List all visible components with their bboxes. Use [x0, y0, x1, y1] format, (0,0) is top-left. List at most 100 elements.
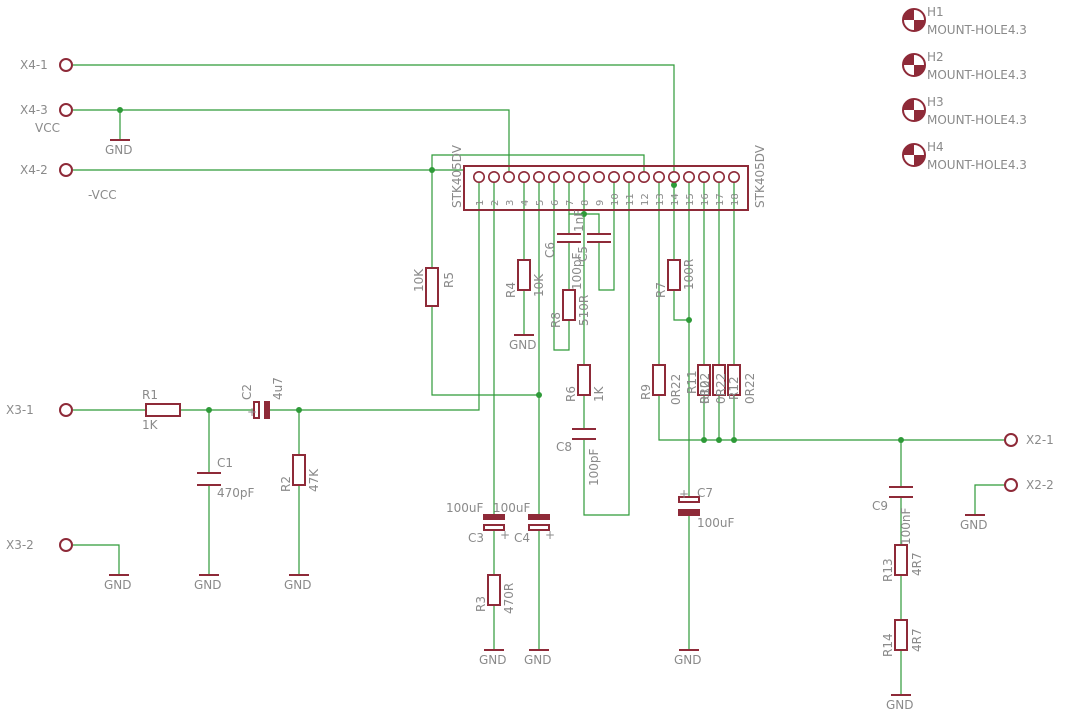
svg-text:R14: R14	[881, 633, 895, 657]
ic-pin-14[interactable]	[667, 171, 680, 184]
svg-text:1K: 1K	[592, 385, 606, 402]
gnd-symbol: GND	[674, 649, 702, 667]
ic-pin-10[interactable]	[607, 171, 620, 184]
svg-text:R9: R9	[639, 384, 653, 400]
resistor-r14[interactable]: R14 4R7	[881, 619, 924, 657]
capacitor-c2[interactable]: + C2 4u7	[240, 377, 285, 419]
resistor-r10[interactable]: R10 0R22	[697, 364, 712, 404]
svg-text:47K: 47K	[307, 468, 321, 492]
ic-pin-9[interactable]	[592, 171, 605, 184]
svg-text:H2: H2	[927, 50, 944, 64]
ic-pin-17[interactable]	[712, 171, 725, 184]
capacitor-c9[interactable]: C9 100nF	[872, 486, 913, 545]
capacitor-c1[interactable]: C1 470pF	[197, 456, 255, 500]
capacitor-c8[interactable]: C8 100pF	[556, 428, 601, 486]
capacitor-c6[interactable]: C6 100pF	[543, 233, 584, 290]
resistor-r3[interactable]: R3 470R	[474, 574, 516, 614]
connector-x4-1[interactable]: X4-1	[20, 58, 73, 72]
resistor-r11[interactable]: R11 0R22	[685, 364, 728, 404]
svg-text:H4: H4	[927, 140, 944, 154]
ic-pin-number: 16	[700, 193, 711, 206]
svg-text:H3: H3	[927, 95, 944, 109]
ic-pin-13[interactable]	[652, 171, 665, 184]
svg-text:4R7: 4R7	[910, 552, 924, 576]
resistor-r13[interactable]: R13 4R7	[881, 544, 924, 582]
resistor-r8[interactable]: R8 510R	[549, 289, 591, 328]
resistor-r5[interactable]: 10K R5	[412, 267, 456, 307]
capacitor-c4[interactable]: + C4 100uF	[493, 501, 555, 545]
svg-text:4R7: 4R7	[910, 628, 924, 652]
ic-pin-number: 11	[625, 193, 636, 206]
gnd-symbol: GND	[886, 694, 914, 712]
connector-x4-3[interactable]: X4-3	[20, 103, 73, 117]
resistor-r2[interactable]: R2 47K	[279, 454, 321, 492]
svg-text:C1: C1	[217, 456, 233, 470]
connector-x2-2[interactable]: X2-2	[1004, 478, 1054, 492]
resistor-r7[interactable]: R7 100R	[654, 259, 696, 298]
junctions	[117, 107, 904, 443]
capacitor-c3[interactable]: + C3 100uF	[446, 501, 510, 545]
resistor-r6[interactable]: R6 1K	[564, 364, 606, 402]
gnd-symbol: GND	[524, 649, 552, 667]
mount-hole-h4: H4 MOUNT-HOLE4.3	[902, 140, 1027, 172]
svg-text:MOUNT-HOLE4.3: MOUNT-HOLE4.3	[927, 23, 1027, 37]
gnd-symbol: GND	[284, 574, 312, 592]
svg-text:10K: 10K	[412, 268, 426, 292]
svg-text:X2-1: X2-1	[1026, 433, 1054, 447]
ic-pin-1[interactable]	[472, 171, 485, 184]
capacitor-c5[interactable]: C5 1nF	[572, 210, 611, 262]
ic-pin-15[interactable]	[682, 171, 695, 184]
svg-text:+: +	[247, 405, 257, 419]
ic-name-right: STK405DV	[753, 144, 767, 208]
svg-text:0R22: 0R22	[669, 374, 683, 405]
svg-text:100uF: 100uF	[697, 516, 735, 530]
svg-text:R13: R13	[881, 558, 895, 582]
ic-pin-6[interactable]	[547, 171, 560, 184]
svg-text:510R: 510R	[577, 295, 591, 326]
connector-x2-1[interactable]: X2-1	[1004, 433, 1054, 447]
svg-text:MOUNT-HOLE4.3: MOUNT-HOLE4.3	[927, 158, 1027, 172]
svg-text:H1: H1	[927, 5, 944, 19]
ic-pin-number: 8	[580, 200, 591, 206]
resistor-r9[interactable]: R9 0R22	[639, 364, 683, 405]
ic-pin-18[interactable]	[727, 171, 740, 184]
svg-text:R6: R6	[564, 386, 578, 402]
ic-pin-7[interactable]	[562, 171, 575, 184]
svg-text:+: +	[500, 528, 510, 542]
ic-pin-number: 17	[715, 193, 726, 206]
ic-pin-number: 9	[595, 200, 606, 206]
svg-text:GND: GND	[284, 578, 312, 592]
ic-pin-3[interactable]	[502, 171, 515, 184]
ic-pin-2[interactable]	[487, 171, 500, 184]
gnd-symbol: GND	[960, 514, 988, 532]
svg-text:MOUNT-HOLE4.3: MOUNT-HOLE4.3	[927, 113, 1027, 127]
ic-pin-8[interactable]	[577, 171, 590, 184]
svg-text:C6: C6	[543, 242, 557, 258]
svg-text:0R22: 0R22	[714, 373, 728, 404]
svg-text:100pF: 100pF	[570, 252, 584, 290]
mount-hole-h1: H1 MOUNT-HOLE4.3	[902, 5, 1027, 37]
connector-x3-1[interactable]: X3-1	[6, 403, 73, 417]
ic-pin-5[interactable]	[532, 171, 545, 184]
ic-pin-12[interactable]	[637, 171, 650, 184]
svg-text:0R22: 0R22	[743, 373, 757, 404]
ic-pin-11[interactable]	[622, 171, 635, 184]
svg-text:GND: GND	[105, 143, 133, 157]
svg-text:X3-1: X3-1	[6, 403, 34, 417]
svg-text:C3: C3	[468, 531, 484, 545]
svg-text:1K: 1K	[142, 418, 159, 432]
wires	[73, 64, 1005, 695]
svg-text:MOUNT-HOLE4.3: MOUNT-HOLE4.3	[927, 68, 1027, 82]
connector-x4-2[interactable]: X4-2	[20, 163, 73, 177]
svg-text:R2: R2	[279, 476, 293, 492]
resistor-r12[interactable]: R12 0R22	[727, 364, 757, 404]
resistor-r1[interactable]: R1 1K	[142, 388, 181, 432]
ic-pin-4[interactable]	[517, 171, 530, 184]
ic-pin-16[interactable]	[697, 171, 710, 184]
ic-pin-number: 3	[505, 200, 516, 206]
svg-text:C9: C9	[872, 499, 888, 513]
capacitor-c7[interactable]: + C7 100uF	[678, 486, 735, 530]
connector-x3-2[interactable]: X3-2	[6, 538, 73, 552]
resistor-r4[interactable]: R4 10K	[504, 259, 546, 298]
